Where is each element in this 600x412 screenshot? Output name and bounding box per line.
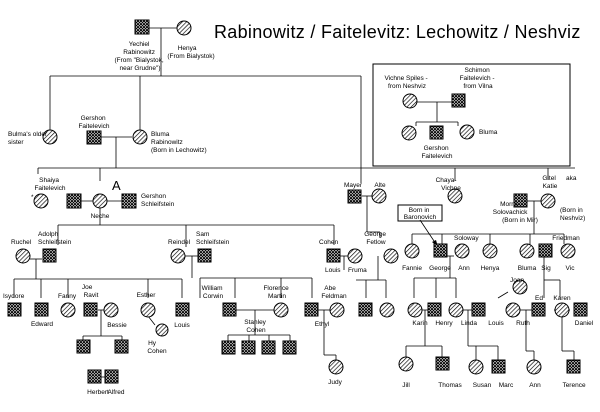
label-gershon-s: Gershon Schleifstein <box>141 193 175 208</box>
person-symbols <box>7 19 588 384</box>
label-florence: Florence Martin <box>263 285 290 300</box>
label-bluma-s: Bluma <box>518 265 537 272</box>
label-louis-c: Louis <box>325 267 341 274</box>
label-yechiel: Yechiel Rabinowitz (From "Bialystok, nea… <box>114 41 165 72</box>
label-isydore: Isydore <box>3 293 25 300</box>
label-morris: Morris Solovachick (Born in Mir) <box>493 201 538 224</box>
label-chaya: Chaya- Vichne <box>436 177 462 192</box>
person-henya-symbol <box>176 20 192 36</box>
label-daniel: Daniel <box>575 320 594 327</box>
label-edward: Edward <box>31 321 53 328</box>
label-adolph: Adolph Schleifstein <box>38 231 72 246</box>
label-henya-top: Henya (From Bialystok) <box>167 45 214 60</box>
label-schimon: Schimon Faitelevich - from Vilna <box>460 67 497 90</box>
label-fanny: Fanny <box>58 293 77 300</box>
label-fannie: Fannie <box>402 265 422 272</box>
label-judy: Judy <box>328 379 342 386</box>
label-thomas: Thomas <box>438 382 462 389</box>
label-karen: Karen <box>553 295 571 302</box>
label-neche: Neche <box>91 213 110 220</box>
label-bluma-r: Bluma Rabinowitz (Born in Lechowitz) <box>151 131 207 154</box>
label-vic: Vic <box>566 265 576 272</box>
label-george-f: George Fetlow <box>364 231 388 246</box>
label-terence: Terence <box>562 382 586 389</box>
label-louis-l: Louis <box>174 322 190 329</box>
label-george-s: George <box>429 265 451 272</box>
label-marc: Marc <box>499 382 514 389</box>
label-fruma: Fruma <box>348 267 367 274</box>
label-ruchel: Ruchel <box>11 239 32 246</box>
label-shaiya: Shaiya Faitelevich <box>34 177 65 192</box>
person-yechiel-symbol <box>134 19 150 35</box>
label-mayer: Mayer <box>344 182 363 189</box>
person-labels: Yechiel Rabinowitz (From "Bialystok, nea… <box>3 41 594 396</box>
label-karin: Karin <box>412 320 428 327</box>
label-gitel: Gitel Katie <box>542 175 557 190</box>
inset-box-faitelevich-parents <box>372 63 571 167</box>
label-hy: Hy Cohen <box>147 340 167 355</box>
label-vichne: Vichne Spiles - from Neshviz <box>384 75 429 90</box>
label-ruth: Ruth <box>516 320 530 327</box>
born-in-baronovich-box <box>397 204 443 222</box>
label-susan: Susan <box>473 382 492 389</box>
label-esther: Esther <box>137 292 157 299</box>
label-henya-s: Henya <box>481 265 500 272</box>
label-star: * <box>31 194 34 201</box>
label-gitel-aka: aka <box>566 175 577 182</box>
label-sam: Sam Schleifstein <box>196 231 230 246</box>
label-ed: Ed <box>535 295 543 302</box>
label-bessie: Bessie <box>107 322 127 329</box>
label-joe: Joe Ravit <box>82 284 99 299</box>
label-friedman: Friedman <box>552 235 580 242</box>
label-born-baronovich: Born in Baronovich <box>404 207 437 221</box>
inset-lines <box>415 101 459 126</box>
label-sig: Sig <box>541 265 551 272</box>
label-jill: Jill <box>402 382 410 389</box>
label-henry: Henry <box>435 320 453 327</box>
label-reindel: Reindel <box>168 239 191 246</box>
label-william: William Corwin <box>202 285 225 300</box>
diagram-title: Rabinowitz / Faitelevitz: Lechowitz / Ne… <box>214 22 581 42</box>
label-ethyl: Ethyl <box>315 321 330 328</box>
label-soloway: Soloway <box>454 235 479 242</box>
label-stanley: Stanley Cohen <box>244 319 268 334</box>
label-gershon-inset: Gershon Faitelevich <box>421 145 452 160</box>
label-alfred: Alfred <box>108 389 125 396</box>
label-ann-s: Ann <box>458 265 470 272</box>
label-bluma-inset: Bluma <box>479 129 498 136</box>
label-ann-b: Ann <box>529 382 541 389</box>
label-louis-r: Louis <box>488 320 504 327</box>
connector-lines <box>13 27 575 378</box>
marker-a: A <box>112 178 121 193</box>
label-joan: Joan <box>510 277 524 284</box>
label-linda: Linda <box>461 320 477 327</box>
label-gitel-born: (Born in Neshviz) <box>560 207 585 222</box>
label-cohen: Cohen <box>319 239 339 246</box>
label-alte: Alte <box>374 182 386 189</box>
label-abe: Abe Feldman <box>321 285 347 300</box>
label-herbert: Herbert <box>87 389 109 396</box>
label-gershon-f: Gershon Faitelevich <box>78 115 109 130</box>
label-bulma-sister: Bulma's older sister <box>8 131 49 146</box>
